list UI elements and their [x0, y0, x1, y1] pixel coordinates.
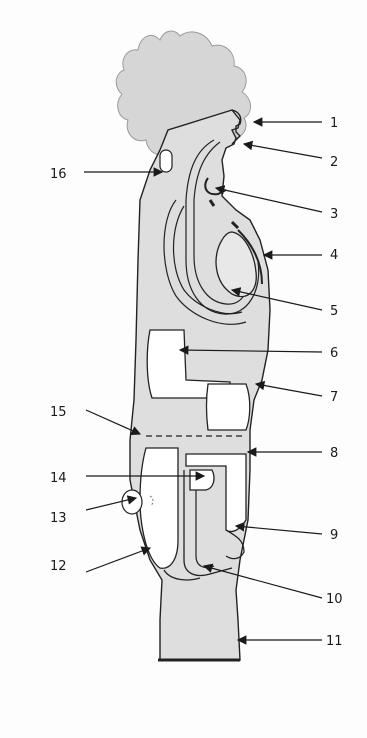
- label-16: 16: [50, 167, 67, 182]
- label-2: 2: [330, 155, 338, 170]
- organ-7: [207, 384, 250, 430]
- organ-13: [122, 490, 142, 514]
- organ-16: [160, 150, 172, 172]
- label-3: 3: [330, 207, 338, 222]
- arrow-9: [236, 526, 322, 534]
- label-11: 11: [326, 634, 343, 649]
- organ-14: [190, 470, 214, 490]
- label-4: 4: [330, 248, 338, 263]
- label-15: 15: [50, 405, 67, 420]
- label-9: 9: [330, 528, 338, 543]
- label-12: 12: [50, 559, 67, 574]
- arrow-7: [256, 384, 322, 396]
- arrow-2: [244, 144, 322, 158]
- label-14: 14: [50, 471, 67, 486]
- label-13: 13: [50, 511, 67, 526]
- label-1: 1: [330, 116, 338, 131]
- label-8: 8: [330, 446, 338, 461]
- label-6: 6: [330, 346, 338, 361]
- label-10: 10: [326, 592, 343, 607]
- arrow-12: [86, 548, 150, 572]
- label-5: 5: [330, 304, 338, 319]
- label-7: 7: [330, 390, 338, 405]
